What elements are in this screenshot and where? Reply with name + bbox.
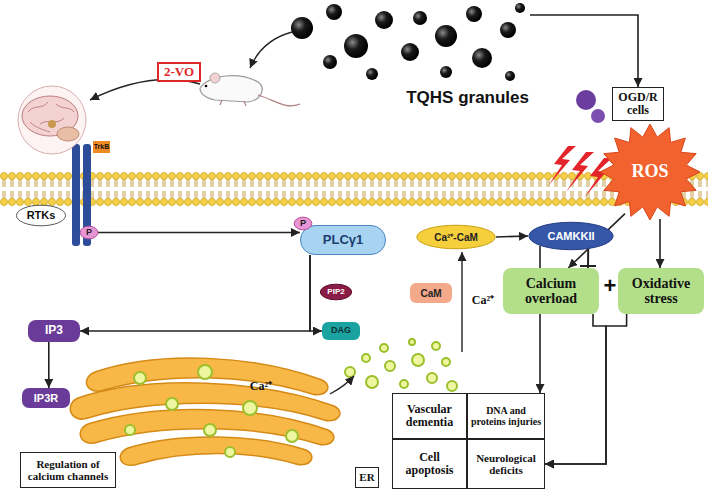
receptor-box: IP3R [22, 388, 70, 408]
node-text: PIP2 [326, 288, 345, 297]
outcome-box: Cell apoptosis [392, 439, 467, 489]
organelle-box: ER [355, 467, 379, 488]
node-text: Regulation of calcium channels [21, 458, 115, 482]
node-text: P [85, 228, 93, 238]
cells-box: OGD/R cells [612, 87, 664, 121]
node-shape [600, 124, 700, 220]
node-text: IP3 [44, 324, 64, 337]
messenger-box: DAG [322, 322, 360, 340]
outcome-box: Vascular dementia [392, 393, 467, 439]
enzyme-box: PLCγ1 [300, 225, 386, 255]
arrow-line [90, 80, 200, 100]
node-text: TQHS granules [405, 89, 530, 108]
node-text: OGD/R cells [613, 91, 663, 117]
node-text: 2-VO [163, 65, 195, 79]
mouse-illustration [200, 73, 300, 106]
kinase-ellipse: CAMKKII [528, 222, 614, 250]
node-text: RTKs [26, 209, 57, 221]
phospho-circle: P [294, 217, 312, 230]
node-text: Ca²⁺-CaM [433, 232, 479, 243]
node-text: Vascular dementia [393, 403, 466, 429]
node-text: CAMKKII [546, 230, 595, 242]
node-shape [80, 226, 98, 239]
arrow-line [250, 32, 292, 68]
cell-symbols [576, 90, 605, 123]
node-text: DNA and proteins injuries [468, 405, 544, 427]
connector-line [545, 314, 627, 464]
node-text: Oxidative stress [618, 276, 704, 307]
node-text: Calcium overload [503, 276, 599, 307]
connector-line [659, 219, 661, 268]
node-text: Cell apoptosis [393, 451, 466, 477]
node-text: Neurological deficits [468, 452, 544, 476]
lipid-bilayer [0, 172, 708, 206]
brain-illustration [18, 86, 86, 154]
receptor-tag: TrkB [93, 141, 110, 153]
plus-sign: + [600, 274, 620, 298]
model-box: 2-VO [157, 62, 201, 82]
outcome-box: Neurological deficits [467, 439, 545, 489]
node-text: TrkB [93, 143, 111, 151]
er-illustration [70, 358, 340, 465]
substrate-ellipse: PIP2 [320, 284, 352, 300]
node-text: DAG [330, 326, 352, 336]
connector-line [80, 255, 310, 331]
ion-label: Ca²⁺ [466, 294, 500, 307]
granule-dots [291, 3, 525, 81]
node-shape [417, 225, 495, 249]
connector-line [496, 236, 528, 237]
connector-line [48, 342, 50, 388]
connector-line [580, 249, 596, 268]
node-shape [529, 222, 613, 249]
receptor-label: RTKs [16, 205, 66, 226]
connector-line [98, 232, 300, 234]
node-text: IP3R [33, 392, 59, 404]
effect-box: Oxidative stress [618, 268, 704, 314]
ion-label: Ca²⁺ [244, 380, 278, 393]
node-text: PLCγ1 [322, 233, 364, 247]
protein-box: CaM [410, 283, 452, 303]
ros-burst: ROS [600, 124, 700, 220]
node-shape [294, 217, 312, 230]
node-text: ROS [630, 162, 669, 182]
node-text: P [299, 219, 307, 229]
granules-node: TQHS granules [290, 0, 530, 108]
node-shape [320, 284, 351, 300]
node-shape [17, 205, 66, 226]
connector-line [530, 15, 638, 87]
arrow-line [461, 252, 462, 352]
effect-box: Calcium overload [503, 268, 599, 314]
node-text: ER [358, 471, 375, 483]
outcome-box: DNA and proteins injuries [467, 393, 545, 439]
complex-ellipse: Ca²⁺-CaM [416, 225, 496, 249]
connector-line [545, 314, 606, 464]
note-box: Regulation of calcium channels [20, 452, 116, 488]
messenger-box: IP3 [28, 320, 80, 342]
arrow-line [330, 376, 354, 394]
node-text: CaM [419, 288, 442, 299]
phospho-circle: P [80, 226, 98, 239]
